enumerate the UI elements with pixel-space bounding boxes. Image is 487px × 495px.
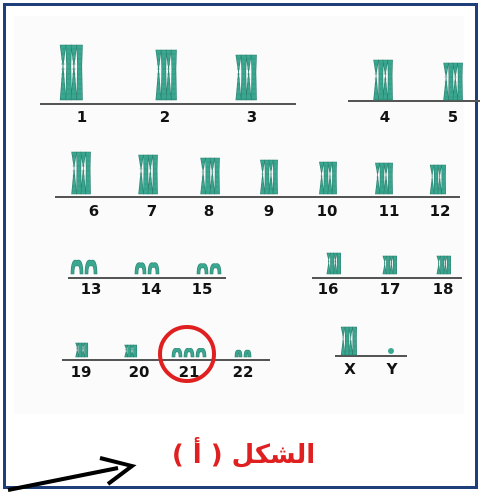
chromosome-13 [70,258,98,275]
chromosome-19 [74,342,89,358]
chromosome-8 [198,157,220,195]
chromosome-1 [57,44,83,101]
chromosome-X [339,326,357,356]
chromosome-label: 10 [316,202,338,220]
chromosome-label: 13 [80,280,102,298]
chromosome-label: 20 [128,363,150,381]
chromosome-label: 14 [140,280,162,298]
chromosome-18 [435,255,451,275]
chromosome-label: Y [386,360,398,378]
chromosome-label: 3 [246,108,258,126]
chromosome-10 [317,161,337,195]
chromosome-2 [153,49,177,101]
chromosome-label: 6 [88,202,100,220]
chromosome-6 [69,151,91,195]
chromosome-label: 7 [146,202,158,220]
chromosome-7 [136,154,158,195]
chromosome-label: 22 [232,363,254,381]
chromosome-12 [428,164,446,195]
chromosome-20 [123,344,138,358]
chromosome-label: 15 [191,280,213,298]
chromosome-label: 1 [76,108,88,126]
row-baseline [312,277,462,279]
chromosome-16 [325,252,341,275]
chromosome-label: 9 [263,202,275,220]
chromosome-label: 5 [447,108,459,126]
row-baseline [55,196,460,198]
chromosome-11 [373,162,393,195]
row-baseline [68,277,226,279]
chromosome-label: 2 [159,108,171,126]
highlight-circle [158,325,216,383]
chromosome-15 [196,262,222,275]
figure-caption: الشكل ( أ ) [171,440,316,470]
row-baseline [40,103,296,105]
chromosome-label: 8 [203,202,215,220]
chromosome-4 [371,59,393,101]
chromosome-label: 11 [378,202,400,220]
chromosome-9 [258,159,278,195]
chromosome-label: 4 [379,108,391,126]
chromosome-label: 18 [432,280,454,298]
chromosome-label: 19 [70,363,92,381]
chromosome-5 [441,62,463,101]
chromosome-label: X [344,360,356,378]
chromosome-14 [134,261,160,275]
figure-frame [3,3,478,489]
arrow-icon [7,456,137,492]
row-baseline [348,100,480,102]
chromosome-Y [387,347,395,355]
chromosome-label: 12 [429,202,451,220]
chromosome-3 [233,54,257,101]
chromosome-17 [381,255,397,275]
row-baseline [335,355,407,357]
chromosome-label: 16 [317,280,339,298]
chromosome-22 [234,349,252,358]
chromosome-label: 17 [379,280,401,298]
